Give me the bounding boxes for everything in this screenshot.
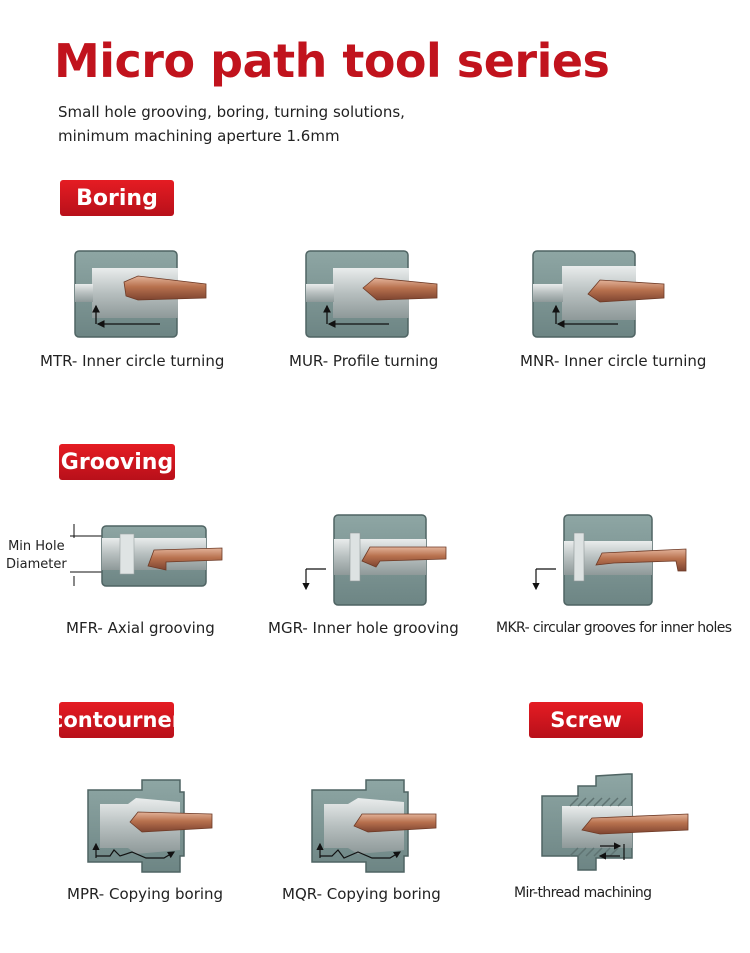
mkr-diagram: [532, 514, 687, 606]
section-badge-boring: Boring: [60, 180, 174, 216]
subtitle-line-2: minimum machining aperture 1.6mm: [58, 127, 340, 145]
page-title: Micro path tool series: [54, 34, 610, 88]
mfr-diagram: [70, 524, 223, 587]
mur-diagram: [305, 250, 438, 338]
tool-caption-mgr: MGR- Inner hole grooving: [268, 619, 459, 637]
mpr-diagram: [87, 779, 213, 873]
section-badge-grooving: Grooving: [59, 444, 175, 480]
tool-caption-mtr: MTR- Inner circle turning: [40, 352, 225, 370]
mir-thread-diagram: [541, 773, 689, 871]
section-badge-contourner: contourner: [59, 702, 174, 738]
tool-caption-mir: Mir-thread machining: [514, 885, 652, 901]
mnr-diagram: [532, 250, 665, 338]
section-badge-screw: Screw: [529, 702, 643, 738]
tool-caption-mfr: MFR- Axial grooving: [66, 619, 215, 637]
tool-caption-mur: MUR- Profile turning: [289, 352, 439, 370]
min-hole-diameter-label: Min Hole Diameter: [6, 538, 67, 574]
min-hole-label-line-1: Min Hole: [8, 539, 65, 554]
tool-caption-mqr: MQR- Copying boring: [282, 885, 441, 903]
min-hole-label-line-2: Diameter: [6, 557, 67, 572]
subtitle-line-1: Small hole grooving, boring, turning sol…: [58, 103, 405, 121]
tool-caption-mkr: MKR- circular grooves for inner holes: [496, 620, 732, 636]
tool-caption-mpr: MPR- Copying boring: [67, 885, 224, 903]
mgr-diagram: [302, 514, 447, 606]
mtr-diagram: [74, 250, 207, 338]
mqr-diagram: [311, 779, 437, 873]
tool-caption-mnr: MNR- Inner circle turning: [520, 352, 707, 370]
